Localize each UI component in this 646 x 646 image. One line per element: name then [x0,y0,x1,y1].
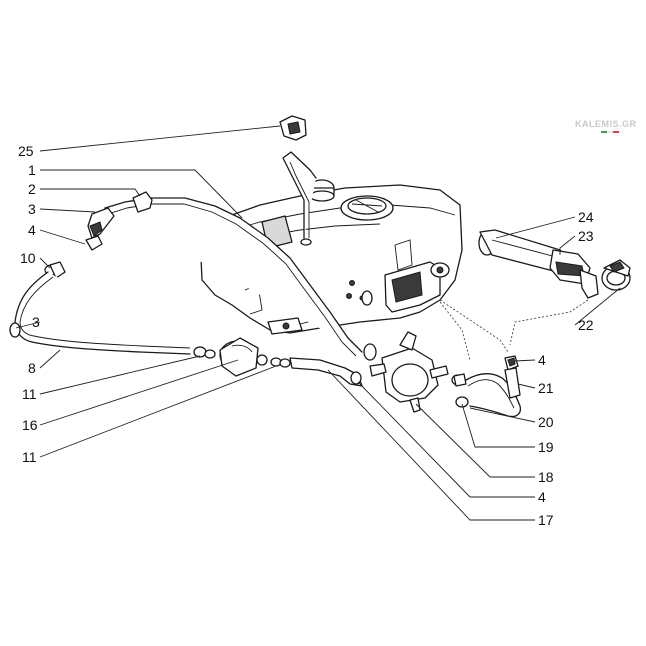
left-vent-hose [85,191,377,361]
watermark-text: KALEMIS.GR [575,119,637,129]
callout-21: 21 [538,380,554,396]
alignment-lines [439,299,589,361]
callout-labels: 25 1 2 3 4 10 3 8 11 16 11 24 23 22 4 21… [18,143,594,528]
part-25-clip [279,115,307,141]
callout-3-lower: 3 [32,314,40,330]
callout-18: 18 [538,469,554,485]
part-16-fuel-filter [219,337,291,377]
callout-1: 1 [28,162,36,178]
callout-24: 24 [578,209,594,225]
watermark: KALEMIS.GR [575,119,637,133]
callout-11-upper: 11 [22,386,37,402]
callout-19: 19 [538,439,554,455]
callout-4-bottom: 4 [538,489,546,505]
part-18-fuel-pump [369,331,449,413]
callout-10: 10 [20,250,36,266]
right-hose-assembly [451,355,522,418]
right-breather-tube [478,229,631,299]
left-fuel-hose [9,261,216,359]
callout-11-lower: 11 [22,449,37,465]
callout-17: 17 [538,512,554,528]
callout-4-left: 4 [28,222,36,238]
part-17-hose [289,357,363,387]
callout-8: 8 [28,360,36,376]
callout-4-right: 4 [538,352,546,368]
callout-20: 20 [538,414,554,430]
callout-16: 16 [22,417,38,433]
callout-23: 23 [578,228,594,244]
callout-22: 22 [578,317,594,333]
leader-lines [15,125,621,521]
callout-2: 2 [28,181,36,197]
callout-3-upper: 3 [28,201,36,217]
callout-25: 25 [18,143,34,159]
